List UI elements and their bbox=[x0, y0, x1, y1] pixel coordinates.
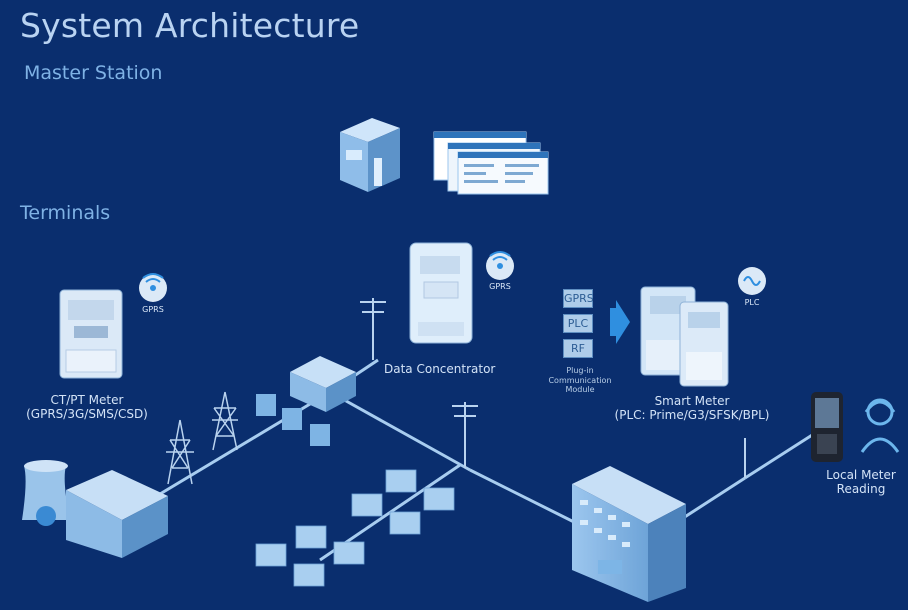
power-lines bbox=[149, 358, 821, 562]
plc-text: PLC bbox=[744, 298, 760, 307]
utility-pole-icon bbox=[360, 298, 746, 478]
smart-meter-label: Smart Meter (PLC: Prime/G3/SFSK/BPL) bbox=[604, 394, 780, 423]
module-rf: RF bbox=[563, 339, 593, 358]
ctpt-meter-label: CT/PT Meter (GPRS/3G/SMS/CSD) bbox=[22, 393, 152, 422]
smart-meter-title: Smart Meter bbox=[654, 394, 730, 408]
gprs-badge-center-icon bbox=[486, 251, 514, 280]
master-station-building-icon bbox=[340, 118, 400, 192]
page-title: System Architecture bbox=[20, 6, 360, 45]
gprs-center-text: GPRS bbox=[489, 282, 511, 291]
section-terminals: Terminals bbox=[20, 202, 111, 224]
module-plc: PLC bbox=[563, 314, 593, 333]
data-concentrator-icon bbox=[409, 242, 473, 344]
data-concentrator-label: Data Concentrator bbox=[384, 362, 496, 376]
gprs-badge-left-icon bbox=[139, 273, 167, 302]
plugin-module-line-1: Plug-in bbox=[566, 366, 594, 375]
module-gprs: GPRS bbox=[563, 289, 594, 308]
ctpt-meter-title: CT/PT Meter bbox=[50, 393, 124, 407]
plugin-module-line-2: Communication bbox=[548, 375, 612, 385]
ctpt-meter-comm: (GPRS/3G/SMS/CSD) bbox=[26, 407, 148, 422]
handheld-device-icon bbox=[811, 392, 843, 462]
section-master-station: Master Station bbox=[24, 62, 163, 84]
module-arrow-icon bbox=[610, 300, 630, 344]
local-reading-line-2: Reading bbox=[836, 482, 886, 497]
smart-meter-comm: (PLC: Prime/G3/SFSK/BPL) bbox=[614, 408, 770, 423]
transmission-tower-icon bbox=[166, 391, 238, 485]
houses-icon bbox=[255, 469, 455, 587]
gprs-left-text: GPRS bbox=[142, 305, 164, 314]
software-screens-icon bbox=[433, 131, 549, 195]
local-meter-reading-label: Local Meter Reading bbox=[818, 468, 904, 497]
office-building-icon bbox=[572, 466, 686, 602]
power-plant-icon bbox=[22, 460, 168, 558]
plc-badge-icon bbox=[738, 267, 766, 295]
smart-meter-icon bbox=[640, 286, 729, 387]
ctpt-meter-icon bbox=[59, 289, 123, 379]
plugin-module-line-3: Module bbox=[565, 385, 595, 395]
plugin-module-label: Plug-in Communication Module bbox=[542, 366, 618, 395]
local-reading-line-1: Local Meter bbox=[826, 468, 896, 482]
worker-icon bbox=[860, 398, 900, 453]
substation-icon bbox=[256, 356, 356, 446]
